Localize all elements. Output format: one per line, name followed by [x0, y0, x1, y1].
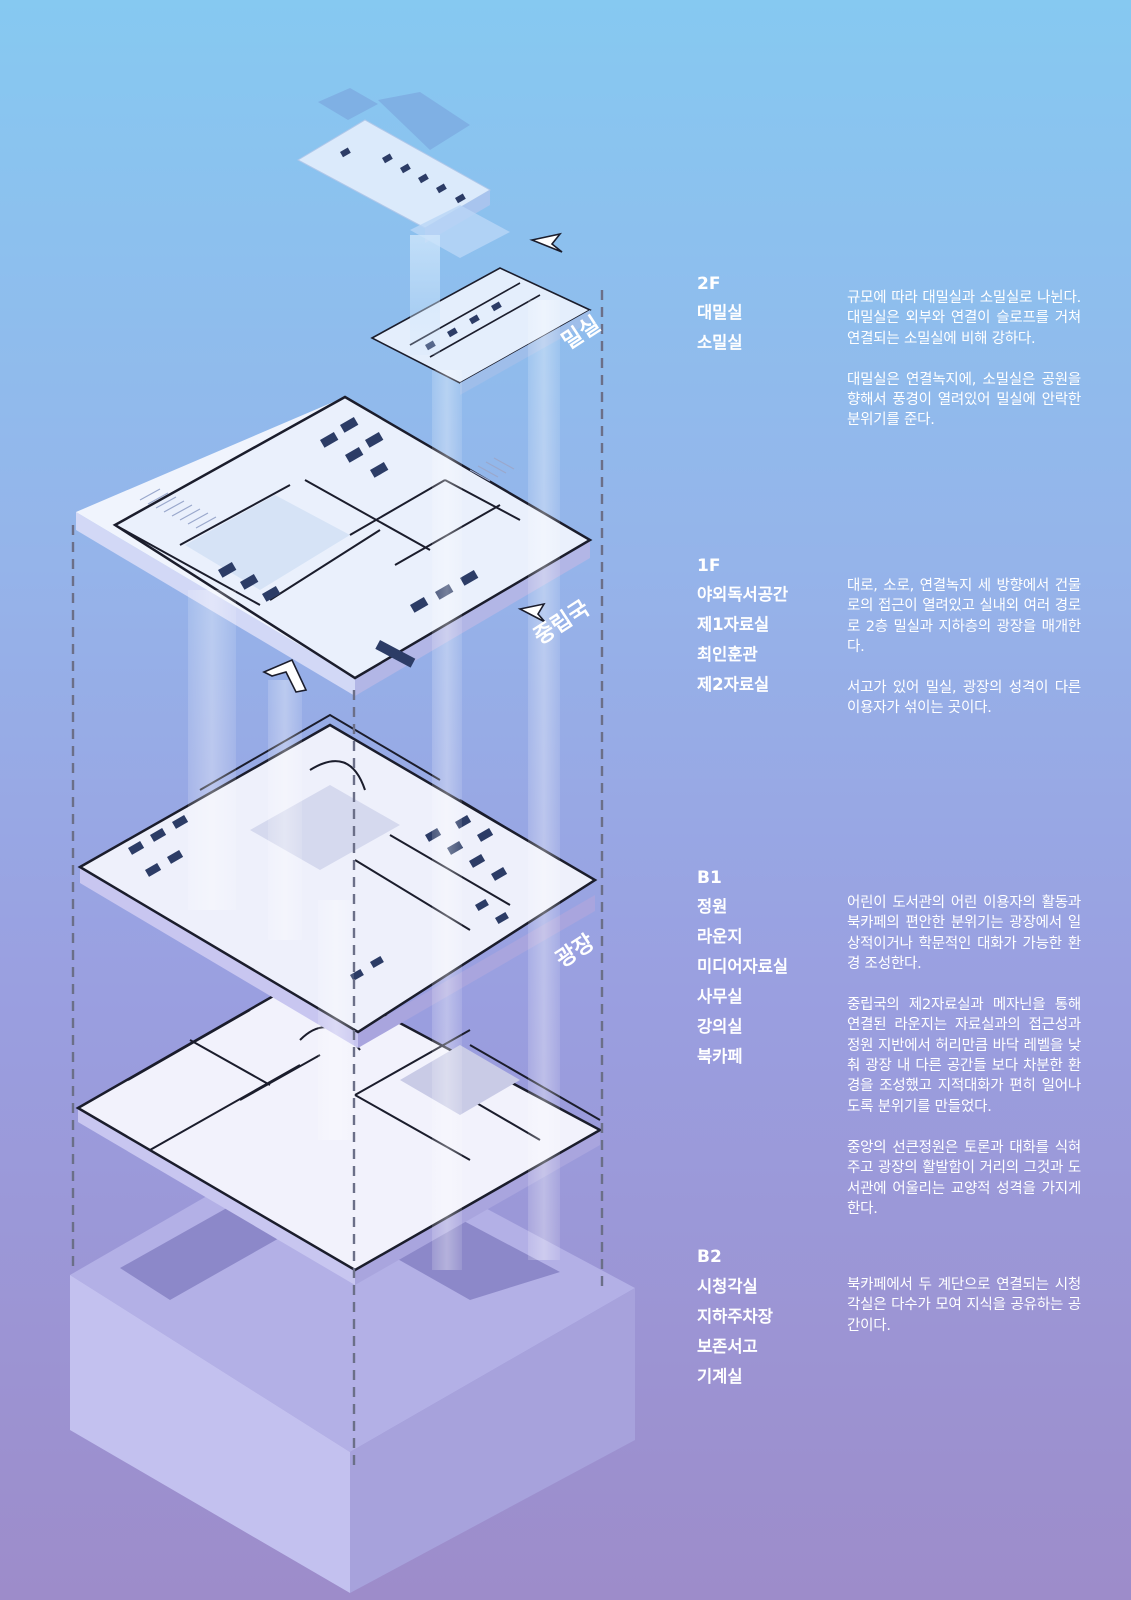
description-paragraph: 대로, 소로, 연결녹지 세 방향에서 건물로의 접근이 열려있고 실내외 여러… — [847, 578, 1081, 655]
room-name: 기계실 — [697, 1367, 743, 1386]
description-paragraph: 중립국의 제2자료실과 메자닌을 통해 연결된 라운지는 자료실과의 접근성과 … — [847, 997, 1081, 1115]
floor-description: 북카페에서 두 계단으로 연결되는 시청각실은 다수가 모여 지식을 공유하는 … — [847, 1275, 1081, 1357]
dashed-guide-lines — [71, 290, 604, 1465]
shaft-d — [268, 680, 302, 940]
floor-description: 대로, 소로, 연결녹지 세 방향에서 건물로의 접근이 열려있고 실내외 여러… — [847, 576, 1081, 740]
room-list: 시청각실 지하주차장 보존서고 기계실 — [697, 1277, 773, 1397]
b2-right-face — [350, 1288, 635, 1593]
description-paragraph: 대밀실은 연결녹지에, 소밀실은 공원을 향해서 풍경이 열려있어 밀실에 안락… — [847, 371, 1081, 429]
description-paragraph: 서고가 있어 밀실, 광장의 성격이 다른 이용자가 섞이는 곳이다. — [847, 680, 1081, 717]
b2-top-face — [70, 1125, 635, 1452]
description-paragraph: 중앙의 선큰정원은 토론과 대화를 식혀주고 광장의 활발함이 거리의 그것과 … — [847, 1139, 1081, 1217]
chevron-arrow-icon — [517, 602, 546, 623]
room-list: 정원 라운지 미디어자료실 사무실 강의실 북카페 — [697, 897, 788, 1077]
room-name: 대밀실 — [697, 303, 743, 322]
chevron-arrow-icon — [262, 232, 563, 693]
bookshelves-1f — [139, 457, 515, 529]
room-list: 야외독서공간 제1자료실 최인훈관 제2자료실 — [697, 585, 788, 705]
floor-description: 어린이 도서관의 어린 이용자의 활동과 북카페의 편안한 분위기는 광장에서 … — [847, 893, 1081, 1240]
shaft-e — [318, 900, 354, 1140]
2f-mid-volume — [410, 205, 510, 258]
floor-title: 1F — [697, 556, 721, 576]
room-name: 야외독서공간 — [697, 585, 789, 604]
description-paragraph: 북카페에서 두 계단으로 연결되는 시청각실은 다수가 모여 지식을 공유하는 … — [847, 1277, 1081, 1334]
shaft-b — [528, 300, 560, 1260]
room-name: 제2자료실 — [697, 675, 770, 694]
description-paragraph: 규모에 따라 대밀실과 소밀실로 나뉜다. 대밀실은 외부와 연결이 슬로프를 … — [847, 290, 1081, 347]
room-name: 최인훈관 — [697, 645, 758, 664]
floor-title: B2 — [697, 1247, 722, 1267]
chevron-arrow-icon — [262, 658, 308, 693]
plate-left-face — [80, 867, 358, 1048]
room-name: 라운지 — [697, 927, 743, 946]
description-paragraph: 어린이 도서관의 어린 이용자의 활동과 북카페의 편안한 분위기는 광장에서 … — [847, 895, 1081, 972]
shaft-a — [432, 370, 462, 1270]
floor-title: B1 — [697, 868, 722, 888]
floor-title: 2F — [697, 274, 721, 294]
room-name: 소밀실 — [697, 333, 743, 352]
room-name: 북카페 — [697, 1047, 743, 1066]
room-name: 제1자료실 — [697, 615, 770, 634]
floor-description: 규모에 따라 대밀실과 소밀실로 나뉜다. 대밀실은 외부와 연결이 슬로프를 … — [847, 288, 1081, 452]
2f-roof-cap-2 — [378, 92, 470, 150]
room-name: 지하주차장 — [697, 1307, 773, 1326]
room-name: 사무실 — [697, 987, 743, 1006]
b2-left-face — [70, 1275, 350, 1593]
2f-roof-cap — [318, 88, 378, 120]
b1-left-face — [78, 1108, 355, 1285]
shaft-2f-core — [410, 235, 440, 355]
room-name: 미디어자료실 — [697, 957, 789, 976]
shaft-c — [188, 590, 236, 910]
room-name: 정원 — [697, 897, 728, 916]
furniture-1f — [217, 417, 479, 668]
vertical-shafts — [188, 235, 560, 1270]
1f-inner-slab — [112, 395, 593, 680]
chevron-arrow-icon — [529, 232, 563, 253]
room-list: 대밀실 소밀실 — [697, 303, 743, 363]
room-name: 강의실 — [697, 1017, 743, 1036]
room-name: 보존서고 — [697, 1337, 758, 1356]
plate-curve — [309, 760, 366, 791]
room-name: 시청각실 — [697, 1277, 758, 1296]
plate-walls — [199, 713, 561, 931]
